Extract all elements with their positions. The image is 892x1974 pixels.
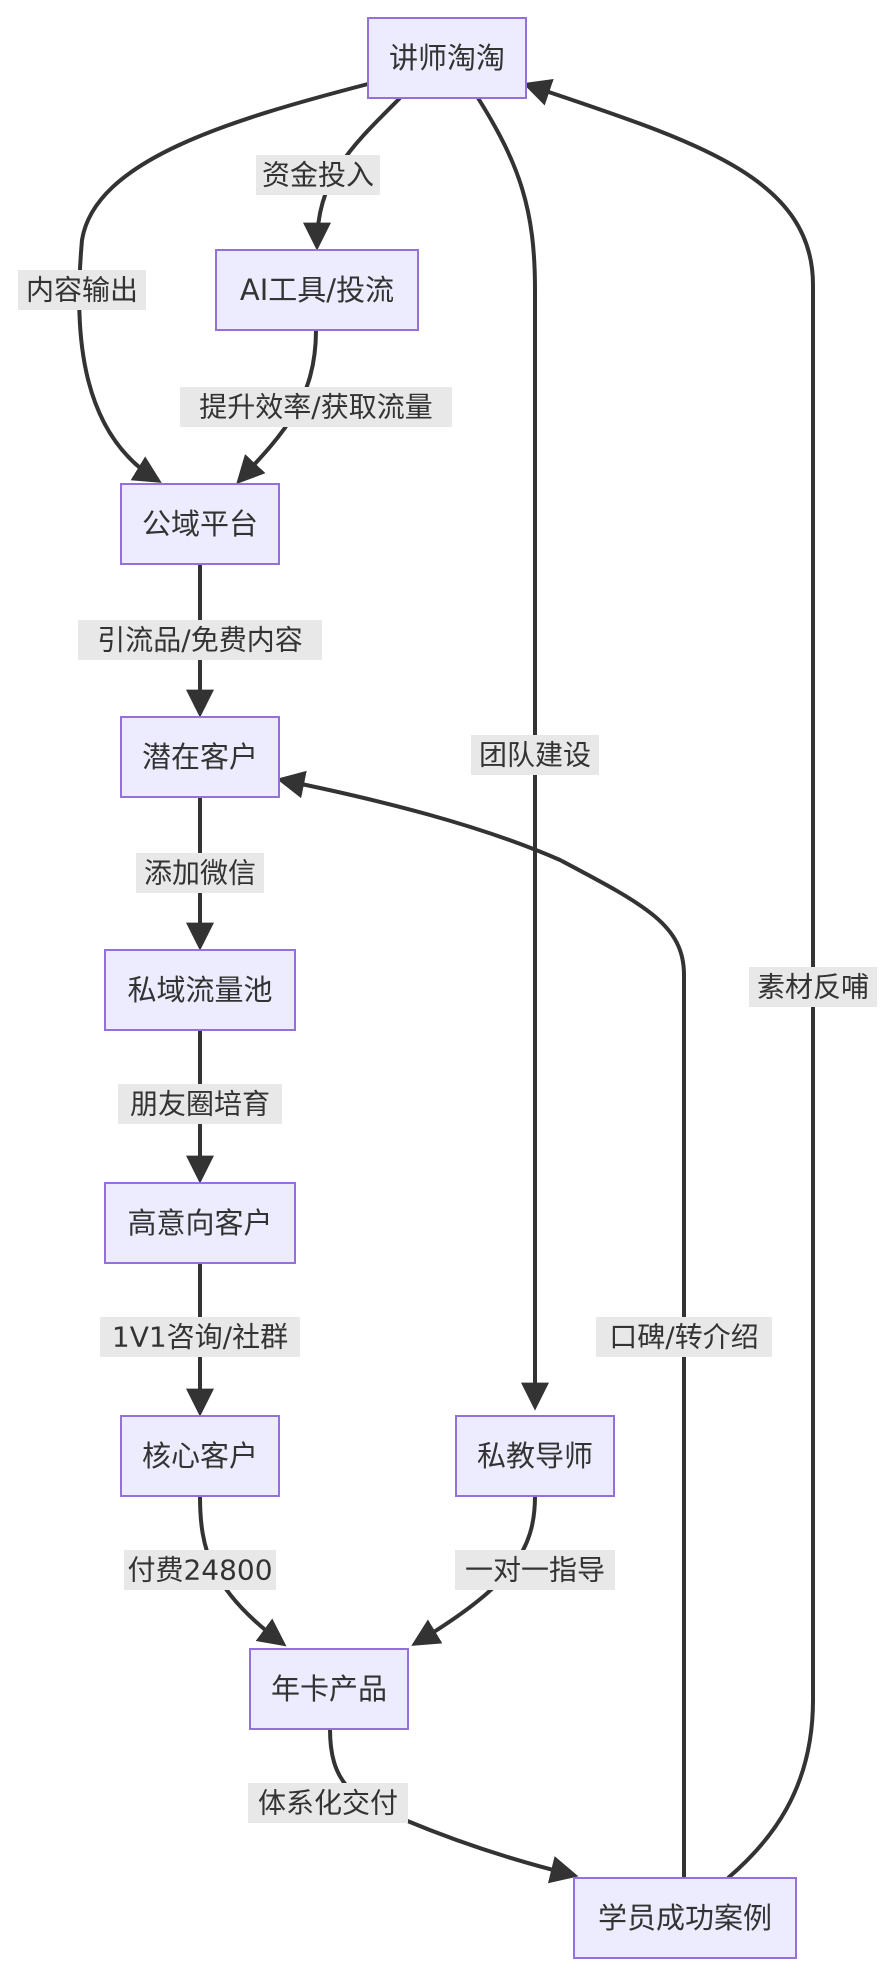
node-potential-customers: 潜在客户: [120, 716, 280, 798]
edge-cases-to-lecturer: [522, 78, 815, 1880]
svg-text:提升效率/获取流量: 提升效率/获取流量: [199, 391, 432, 424]
svg-text:AI工具/投流: AI工具/投流: [240, 273, 394, 307]
node-private-mentor: 私教导师: [455, 1415, 615, 1497]
svg-text:团队建设: 团队建设: [479, 739, 591, 772]
svg-text:讲师淘淘: 讲师淘淘: [389, 41, 505, 75]
edge-label-consult-community: 1V1咨询/社群: [100, 1317, 300, 1357]
edge-label-team-building: 团队建设: [471, 735, 599, 775]
svg-text:高意向客户: 高意向客户: [127, 1206, 272, 1240]
edge-label-moments-nurture: 朋友圈培育: [118, 1084, 282, 1124]
edge-label-content-output: 内容输出: [18, 270, 146, 310]
node-annual-product: 年卡产品: [249, 1648, 409, 1730]
node-success-cases: 学员成功案例: [573, 1877, 797, 1959]
svg-text:资金投入: 资金投入: [262, 159, 374, 192]
edge-label-payment: 付费24800: [124, 1550, 276, 1590]
svg-text:核心客户: 核心客户: [142, 1439, 258, 1473]
svg-text:引流品/免费内容: 引流品/免费内容: [97, 624, 302, 657]
svg-text:学员成功案例: 学员成功案例: [598, 1901, 772, 1935]
svg-text:口碑/转介绍: 口碑/转介绍: [609, 1321, 758, 1354]
svg-text:公域平台: 公域平台: [142, 507, 258, 541]
node-ai-tools: AI工具/投流: [215, 249, 419, 331]
svg-text:潜在客户: 潜在客户: [142, 740, 258, 774]
svg-text:内容输出: 内容输出: [26, 274, 138, 307]
node-public-domain: 公域平台: [120, 483, 280, 565]
edge-label-one-on-one: 一对一指导: [455, 1550, 615, 1590]
svg-text:私域流量池: 私域流量池: [127, 973, 272, 1007]
edge-label-funding: 资金投入: [256, 155, 380, 195]
node-high-intent: 高意向客户: [104, 1182, 296, 1264]
edge-label-word-of-mouth: 口碑/转介绍: [596, 1317, 772, 1357]
svg-text:一对一指导: 一对一指导: [465, 1554, 605, 1587]
edge-lecturer-to-public-domain: [77, 82, 369, 483]
svg-text:1V1咨询/社群: 1V1咨询/社群: [112, 1321, 288, 1354]
svg-text:付费24800: 付费24800: [127, 1554, 272, 1587]
edge-label-systematic-delivery: 体系化交付: [248, 1783, 408, 1823]
svg-text:年卡产品: 年卡产品: [271, 1672, 387, 1706]
edge-cases-to-potential: [276, 770, 686, 1878]
svg-text:私教导师: 私教导师: [477, 1439, 593, 1473]
svg-text:素材反哺: 素材反哺: [757, 971, 869, 1004]
node-private-pool: 私域流量池: [104, 949, 296, 1031]
edge-label-material-feedback: 素材反哺: [749, 967, 877, 1007]
node-core-customers: 核心客户: [120, 1415, 280, 1497]
svg-text:添加微信: 添加微信: [144, 857, 256, 890]
edge-label-lead-magnet: 引流品/免费内容: [78, 620, 322, 660]
node-lecturer: 讲师淘淘: [367, 17, 527, 99]
svg-text:朋友圈培育: 朋友圈培育: [130, 1088, 270, 1121]
svg-text:体系化交付: 体系化交付: [258, 1787, 398, 1820]
edge-lecturer-to-private-mentor: [476, 96, 549, 1411]
edge-label-add-wechat: 添加微信: [136, 853, 264, 893]
edge-label-efficiency-traffic: 提升效率/获取流量: [180, 387, 452, 427]
